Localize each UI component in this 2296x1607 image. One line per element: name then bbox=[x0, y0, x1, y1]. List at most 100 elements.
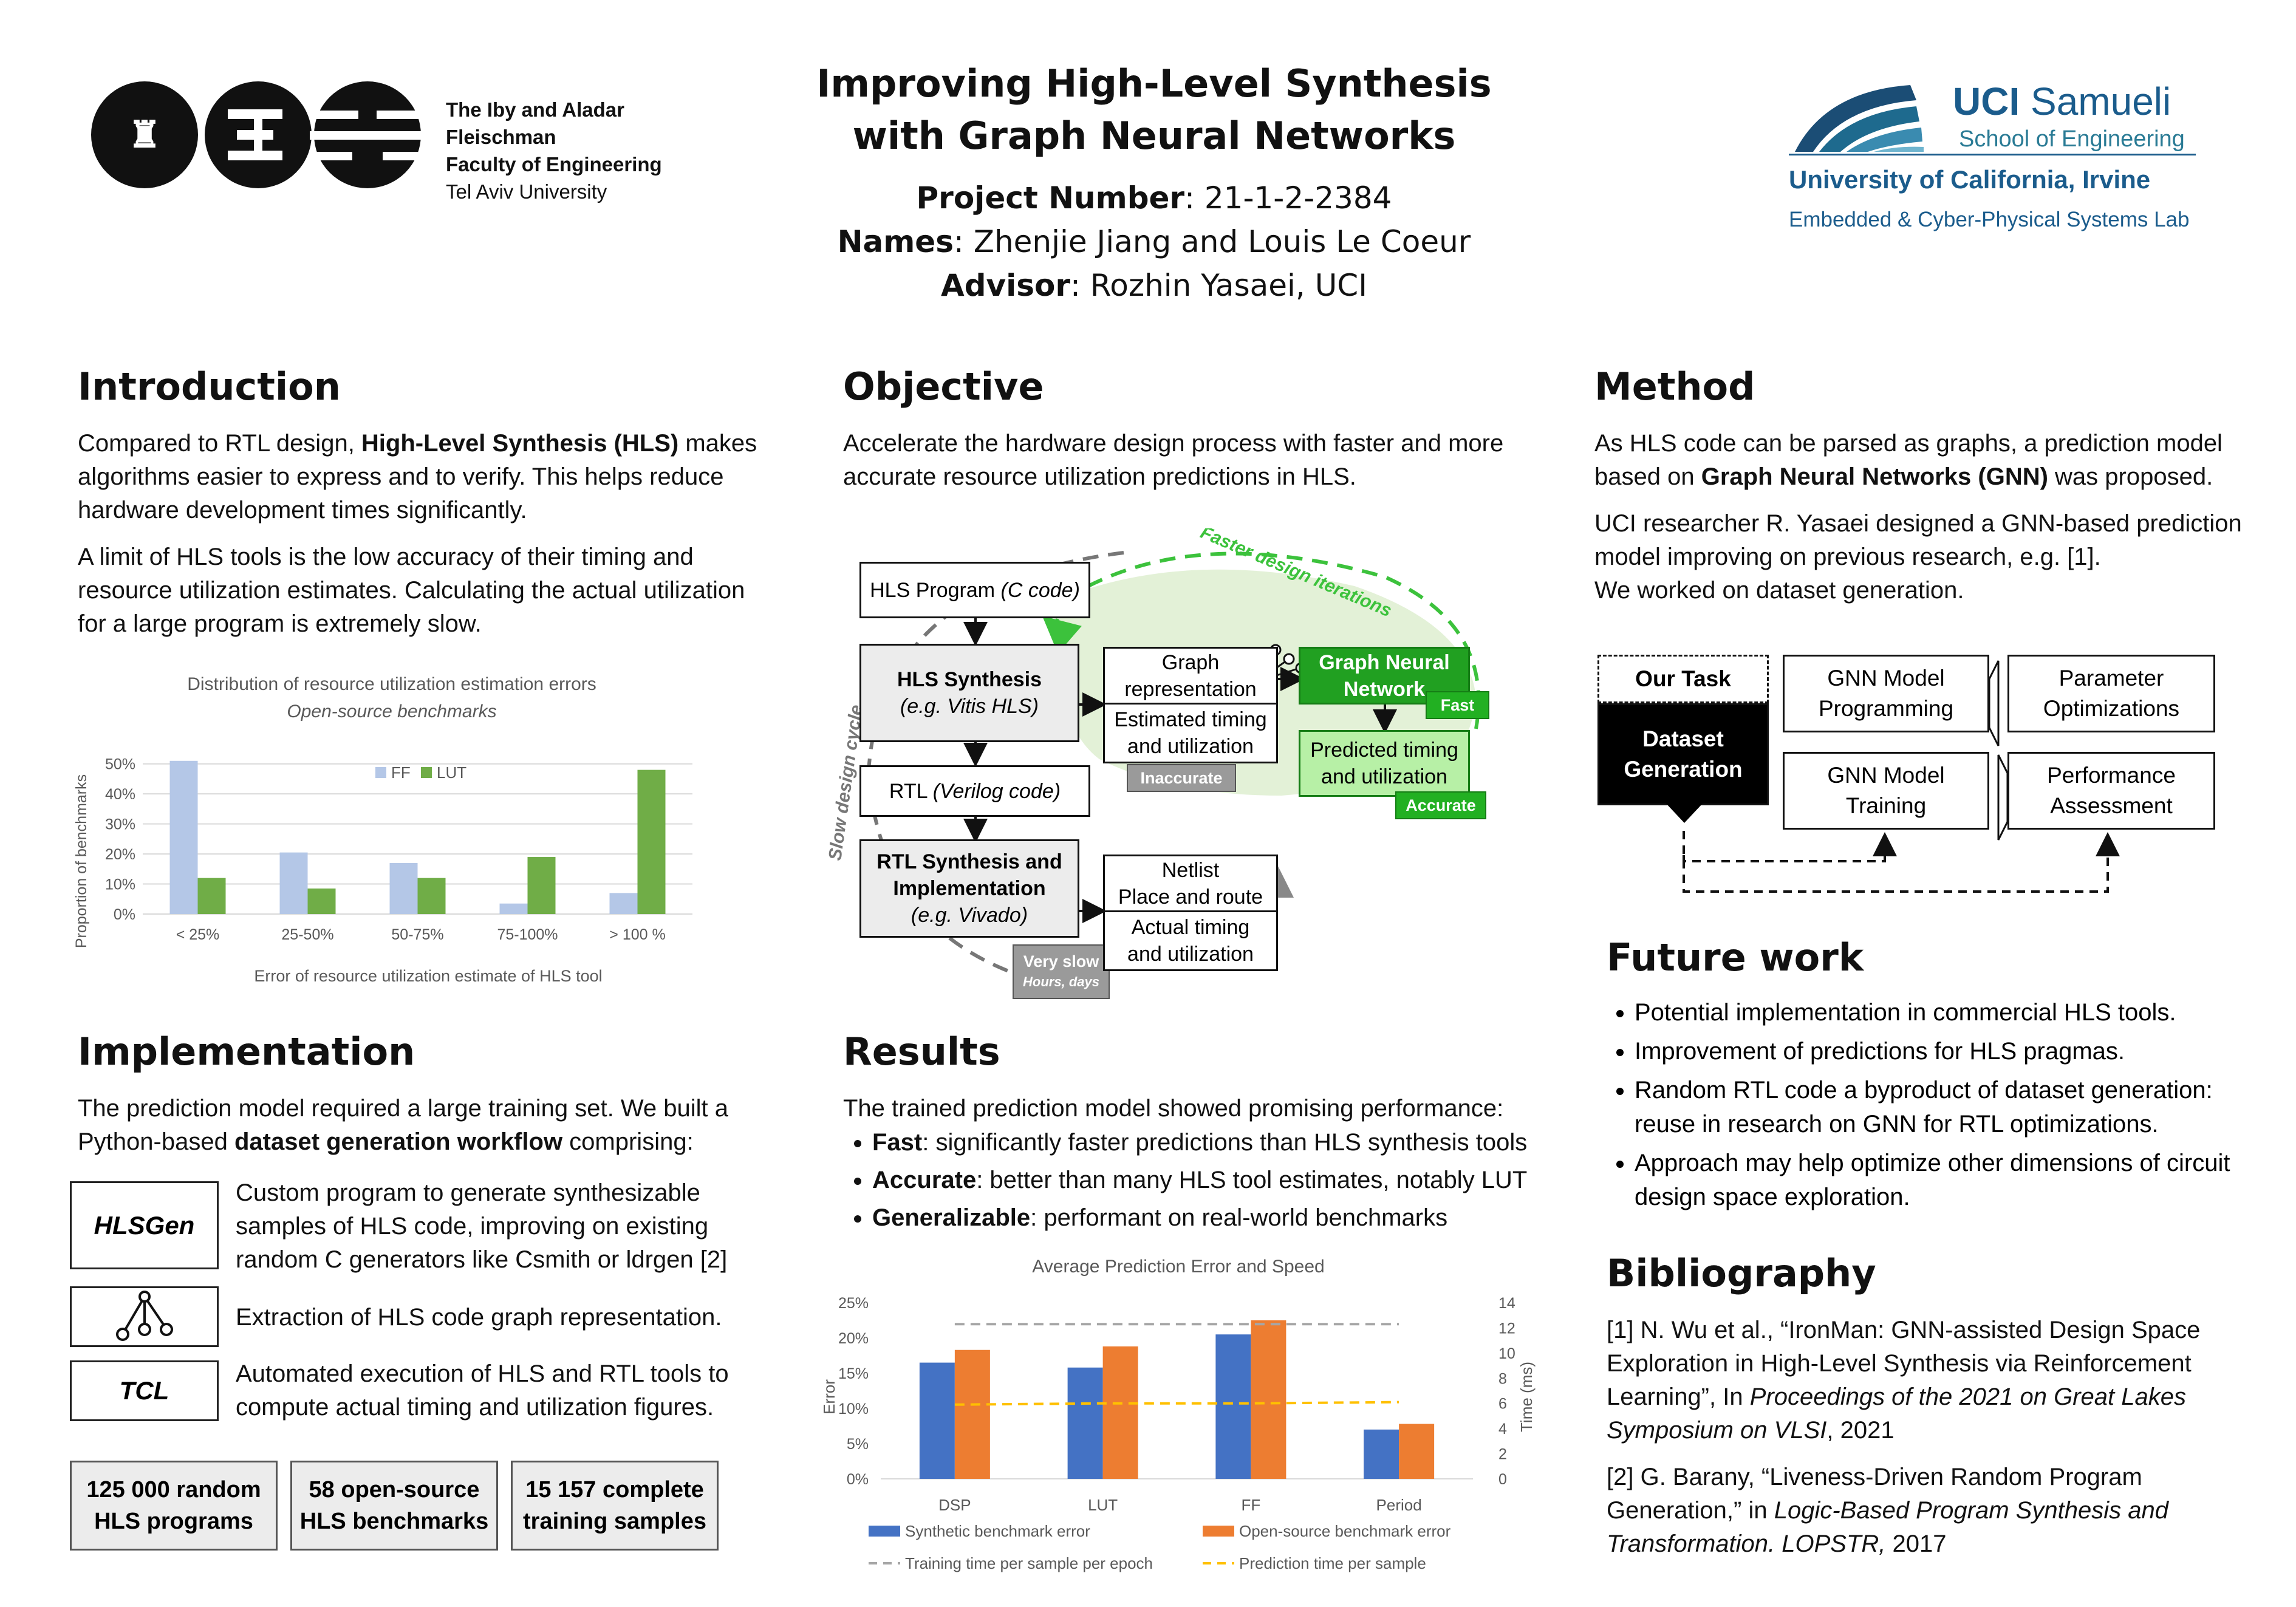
implementation-title: Implementation bbox=[78, 1029, 415, 1074]
project-label: Project Number bbox=[916, 180, 1185, 216]
chart1-bar-lut bbox=[417, 878, 446, 914]
tcl-text: Automated execution of HLS and RTL tools… bbox=[236, 1360, 729, 1421]
chart1-ytick-label: 30% bbox=[105, 816, 135, 833]
advisor-value: : Rozhin Yasaei, UCI bbox=[1070, 268, 1367, 303]
chart2-y2tick-label: 6 bbox=[1498, 1396, 1507, 1413]
hls-synthesis-box: HLS Synthesis(e.g. Vitis HLS) bbox=[859, 644, 1079, 742]
results-bullet: Generalizable: performant on real-world … bbox=[872, 1201, 1560, 1235]
chart2-xtick-label: LUT bbox=[1088, 1496, 1118, 1514]
chart1-ylabel: Proportion of benchmarks bbox=[73, 774, 90, 948]
rtl-box: RTL (Verilog code) bbox=[859, 765, 1090, 817]
chart1-bar-ff bbox=[609, 893, 638, 914]
results-bullet: Accurate: better than many HLS tool esti… bbox=[872, 1163, 1560, 1197]
uci-logo-mark bbox=[1795, 85, 1924, 152]
chart1-ytick-label: 40% bbox=[105, 786, 135, 803]
introduction-section: Introduction Compared to RTL design, Hig… bbox=[78, 364, 758, 654]
hlsgen-text: Custom program to generate synthesizable… bbox=[236, 1179, 728, 1273]
chart2-legend-training: Training time per sample per epoch bbox=[905, 1554, 1153, 1572]
objective-section: Objective Accelerate the hardware design… bbox=[843, 364, 1560, 507]
graph-box bbox=[70, 1286, 219, 1347]
chart2-prediction-time-line bbox=[954, 1401, 1399, 1406]
chart2-xtick-label: FF bbox=[1241, 1496, 1260, 1514]
prediction-error-chart: Average Prediction Error and Speed Error… bbox=[814, 1251, 1543, 1591]
chart2-ylabel: Error bbox=[820, 1379, 838, 1414]
tau-faculty-line3: Tel Aviv University bbox=[446, 180, 607, 203]
chart1-bar-ff bbox=[279, 852, 308, 914]
chart2-legend-opensource: Open-source benchmark error bbox=[1239, 1522, 1451, 1540]
chart1-title: Distribution of resource utilization est… bbox=[187, 674, 596, 694]
chart1-ytick-label: 20% bbox=[105, 846, 135, 863]
chart2-legend-prediction: Prediction time per sample bbox=[1239, 1554, 1426, 1572]
very-slow-tag: Very slow Hours, days bbox=[1013, 944, 1110, 999]
future-work-item: Approach may help optimize other dimensi… bbox=[1635, 1146, 2275, 1214]
inaccurate-tag: Inaccurate bbox=[1127, 764, 1236, 792]
poster-meta: Project Number: 21-1-2-2384 Names: Zhenj… bbox=[784, 176, 1525, 307]
objective-text: Accelerate the hardware design process w… bbox=[843, 430, 1504, 490]
chart2-y2tick-label: 4 bbox=[1498, 1421, 1507, 1438]
chart1-legend: FF LUT bbox=[375, 763, 466, 782]
chart2-y2tick-label: 0 bbox=[1498, 1471, 1507, 1488]
accurate-tag: Accurate bbox=[1395, 791, 1486, 819]
poster-title: Improving High-Level Synthesis with Grap… bbox=[784, 58, 1525, 162]
objective-title: Objective bbox=[843, 364, 1044, 409]
chart1-bar-ff bbox=[169, 760, 198, 914]
chart2-ytick-label: 25% bbox=[838, 1295, 869, 1312]
chart2-bar-synthetic bbox=[919, 1362, 955, 1479]
method-arrows bbox=[1683, 660, 2120, 893]
chart2-y2tick-label: 2 bbox=[1498, 1446, 1507, 1463]
chart1-bar-lut bbox=[197, 878, 226, 914]
chart1-ytick-label: 10% bbox=[105, 876, 135, 893]
chart1-ytick-label: 0% bbox=[114, 906, 135, 923]
future-work-item: Potential implementation in commercial H… bbox=[1635, 995, 2275, 1029]
tau-faculty-line1: The Iby and Aladar Fleischman bbox=[446, 98, 625, 148]
tau-faculty-line2: Faculty of Engineering bbox=[446, 153, 662, 176]
method-title: Method bbox=[1594, 364, 1755, 409]
results-bullet: Fast: significantly faster predictions t… bbox=[872, 1125, 1560, 1159]
tcl-box: TCL bbox=[70, 1360, 219, 1421]
uci-logo: UCI Samueli School of Engineering Univer… bbox=[1789, 73, 2214, 249]
chart1-xtick-label: 25-50% bbox=[281, 926, 333, 943]
chart1-bar-ff bbox=[499, 903, 528, 914]
chart1-xtick-label: 75-100% bbox=[497, 926, 558, 943]
uci-university: University of California, Irvine bbox=[1789, 165, 2151, 194]
future-work-item: Improvement of predictions for HLS pragm… bbox=[1635, 1034, 2275, 1068]
chart2-ytick-label: 5% bbox=[847, 1436, 869, 1453]
chart2-bar-opensource bbox=[1102, 1346, 1138, 1479]
chart2-bar-synthetic bbox=[1364, 1429, 1399, 1479]
svg-text:♜: ♜ bbox=[128, 114, 161, 155]
chart1-legend-lut: LUT bbox=[437, 763, 466, 782]
chart1-xtick-label: 50-75% bbox=[391, 926, 443, 943]
uci-school: School of Engineering bbox=[1959, 126, 2185, 152]
names-value: : Zhenjie Jiang and Louis Le Coeur bbox=[953, 224, 1471, 259]
error-distribution-chart: Distribution of resource utilization est… bbox=[67, 668, 723, 990]
results-title: Results bbox=[843, 1029, 1000, 1074]
dataset-pointer bbox=[1666, 803, 1703, 823]
chart2-ytick-label: 20% bbox=[838, 1330, 869, 1347]
our-task-box: Our Task bbox=[1597, 655, 1769, 703]
chart1-ytick-label: 50% bbox=[105, 756, 135, 773]
chart1-subtitle: Open-source benchmarks bbox=[287, 701, 496, 722]
chart2-ytick-label: 0% bbox=[847, 1471, 869, 1488]
graph-icon bbox=[115, 1291, 173, 1341]
hlsgen-box: HLSGen bbox=[70, 1181, 219, 1269]
title-line1: Improving High-Level Synthesis bbox=[816, 61, 1492, 106]
implementation-section: Implementation The prediction model requ… bbox=[78, 1029, 758, 1172]
method-section: Method As HLS code can be parsed as grap… bbox=[1594, 364, 2275, 607]
implementation-intro: The prediction model required a large tr… bbox=[78, 1095, 728, 1155]
samueli-text: Samueli bbox=[2031, 80, 2171, 123]
chart2-legend-synthetic: Synthetic benchmark error bbox=[905, 1522, 1090, 1540]
reference-2: [2] G. Barany, “Liveness-Driven Random P… bbox=[1607, 1464, 2168, 1557]
chart1-bar-lut bbox=[307, 888, 336, 914]
bibliography-section: Bibliography [1] N. Wu et al., “IronMan:… bbox=[1607, 1251, 2263, 1574]
fast-tag: Fast bbox=[1426, 691, 1489, 719]
chart2-title: Average Prediction Error and Speed bbox=[1032, 1257, 1324, 1277]
uci-lab: Embedded & Cyber-Physical Systems Lab bbox=[1789, 208, 2190, 231]
